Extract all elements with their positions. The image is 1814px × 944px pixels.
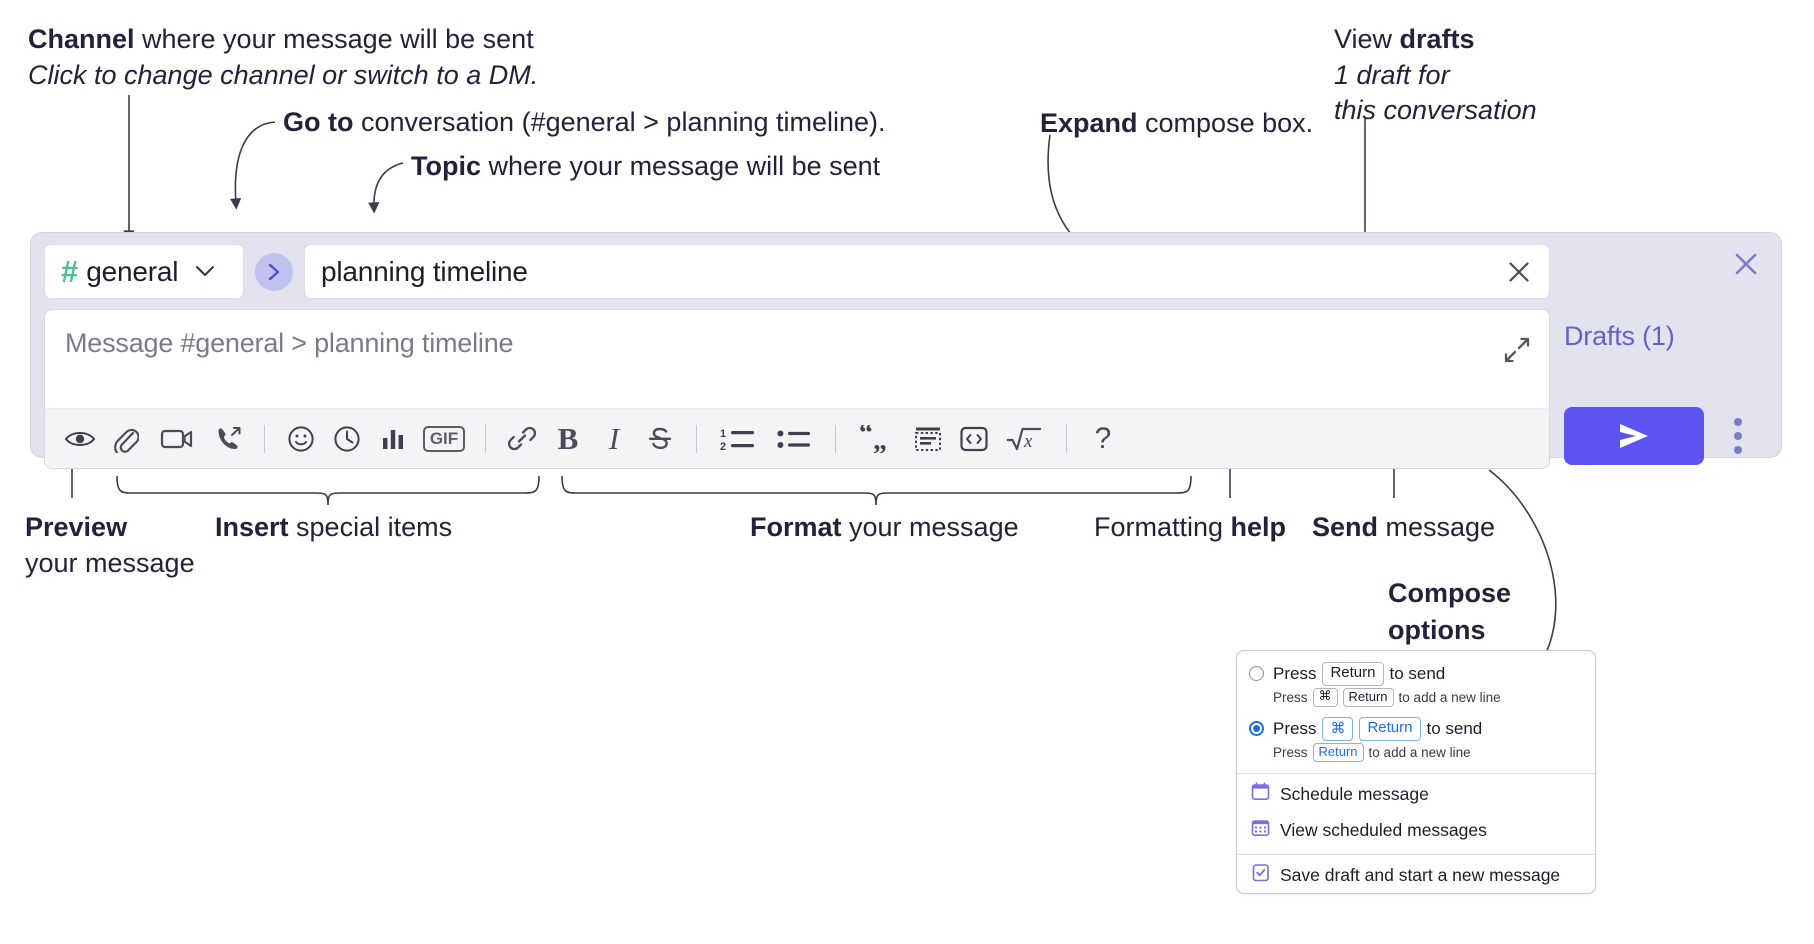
annotation-goto: Go to conversation (#general > planning … bbox=[283, 107, 886, 137]
topic-value: planning timeline bbox=[321, 255, 528, 287]
option-1-pre: Press bbox=[1273, 663, 1317, 683]
svg-text:„: „ bbox=[873, 425, 887, 453]
toolbar-divider bbox=[264, 424, 265, 453]
option-press-cmd-return-to-send[interactable]: Press ⌘ Return to send bbox=[1237, 712, 1595, 743]
compose-inner: # general planning timeline bbox=[44, 244, 1550, 469]
menu-item-label: Save draft and start a new message bbox=[1280, 864, 1561, 885]
annotation-send: Send message bbox=[1312, 512, 1496, 542]
option-1-label: Press Return to send bbox=[1273, 662, 1445, 686]
goto-conversation-button[interactable] bbox=[255, 252, 293, 291]
annotation-expand: Expand compose box. bbox=[1040, 108, 1314, 138]
svg-text:1: 1 bbox=[720, 428, 726, 440]
annotation-insert: Insert special items bbox=[215, 512, 453, 542]
option-press-return-to-send[interactable]: Press Return to send bbox=[1237, 657, 1595, 688]
menu-divider-1 bbox=[1237, 773, 1595, 774]
video-clip-icon[interactable] bbox=[149, 417, 205, 461]
preview-eye-icon[interactable] bbox=[57, 417, 103, 461]
key-return: Return bbox=[1322, 662, 1384, 686]
menu-item-label: View scheduled messages bbox=[1280, 819, 1487, 840]
toolbar-divider-5 bbox=[1066, 424, 1067, 453]
emoji-icon[interactable] bbox=[278, 417, 324, 461]
expand-compose-icon[interactable] bbox=[1499, 332, 1535, 368]
poll-bars-icon[interactable] bbox=[370, 417, 416, 461]
formatting-help-icon[interactable]: ? bbox=[1094, 421, 1112, 455]
option-1-post: to send bbox=[1389, 663, 1446, 683]
save-draft-icon bbox=[1251, 863, 1270, 887]
key-return-sub-2: Return bbox=[1312, 742, 1364, 762]
reminder-clock-icon[interactable] bbox=[324, 417, 370, 461]
option-1-sub-pre: Press bbox=[1273, 689, 1308, 705]
radio-return-to-send[interactable] bbox=[1249, 666, 1264, 682]
formatting-toolbar: GIF B I bbox=[45, 408, 1549, 468]
link-icon[interactable] bbox=[499, 417, 545, 461]
compose-options-menu: Press Return to send Press ⌘ Return to a… bbox=[1236, 650, 1596, 894]
option-2-post: to send bbox=[1426, 718, 1483, 738]
key-return-sub: Return bbox=[1342, 687, 1394, 707]
menu-item-schedule-message[interactable]: Schedule message bbox=[1237, 776, 1595, 812]
svg-text:2: 2 bbox=[720, 441, 726, 452]
calendar-icon bbox=[1251, 782, 1270, 806]
toolbar-divider-3 bbox=[696, 424, 697, 453]
blockquote-icon[interactable]: “„ bbox=[849, 417, 905, 461]
radio-cmd-return-to-send[interactable] bbox=[1249, 721, 1264, 737]
calendar-grid-icon bbox=[1251, 818, 1270, 842]
key-command: ⌘ bbox=[1312, 687, 1338, 707]
audio-clip-icon[interactable] bbox=[205, 417, 251, 461]
menu-item-label: Schedule message bbox=[1280, 783, 1429, 804]
option-2-sub-pre: Press bbox=[1273, 744, 1308, 760]
compose-panel: # general planning timeline bbox=[30, 232, 1782, 469]
toolbar-divider-2 bbox=[485, 424, 486, 453]
toolbar-divider-4 bbox=[835, 424, 836, 453]
topic-field[interactable]: planning timeline bbox=[304, 244, 1550, 299]
option-2-pre: Press bbox=[1273, 718, 1317, 738]
hash-icon: # bbox=[61, 254, 78, 289]
strikethrough-icon[interactable] bbox=[637, 417, 683, 461]
key-return-2: Return bbox=[1359, 717, 1421, 741]
message-placeholder: Message #general > planning timeline bbox=[65, 328, 514, 358]
drafts-link[interactable]: Drafts (1) bbox=[1564, 321, 1675, 351]
kebab-dot-3 bbox=[1734, 446, 1742, 454]
menu-divider-2 bbox=[1237, 854, 1595, 855]
option-1-sub-post: to add a new line bbox=[1398, 689, 1501, 705]
option-2-sub-post: to add a new line bbox=[1368, 744, 1471, 760]
option-2-subtext: Press Return to add a new line bbox=[1237, 742, 1595, 767]
annotation-format: Format your message bbox=[750, 512, 1019, 542]
kebab-dot-1 bbox=[1734, 418, 1742, 426]
math-formula-icon[interactable]: x bbox=[997, 417, 1053, 461]
annotation-topic: Topic where your message will be sent bbox=[411, 151, 881, 181]
chevron-down-icon bbox=[195, 265, 215, 278]
svg-text:“: “ bbox=[859, 425, 873, 449]
option-1-subtext: Press ⌘ Return to add a new line bbox=[1237, 687, 1595, 712]
menu-item-view-scheduled-messages[interactable]: View scheduled messages bbox=[1237, 812, 1595, 848]
clear-topic-icon[interactable] bbox=[1499, 252, 1539, 292]
channel-picker[interactable]: # general bbox=[44, 244, 244, 299]
channel-name: general bbox=[86, 255, 179, 287]
annotation-formatting-help: Formatting help bbox=[1094, 512, 1287, 542]
bulleted-list-icon[interactable] bbox=[766, 417, 822, 461]
compose-header-row: # general planning timeline bbox=[44, 244, 1550, 299]
close-icon[interactable] bbox=[1729, 247, 1763, 281]
send-button[interactable] bbox=[1564, 407, 1704, 465]
message-input[interactable]: Message #general > planning timeline bbox=[45, 310, 1549, 408]
svg-text:x: x bbox=[1023, 431, 1033, 452]
message-box: Message #general > planning timeline bbox=[44, 309, 1550, 469]
menu-item-save-draft[interactable]: Save draft and start a new message bbox=[1237, 857, 1595, 893]
kebab-dot-2 bbox=[1734, 432, 1742, 440]
bold-icon[interactable]: B bbox=[557, 420, 579, 456]
italic-icon[interactable]: I bbox=[608, 420, 620, 456]
code-block-icon[interactable] bbox=[905, 417, 951, 461]
compose-options-menu-button[interactable] bbox=[1718, 407, 1758, 465]
gif-icon[interactable]: GIF bbox=[416, 417, 472, 461]
attachment-paperclip-icon[interactable] bbox=[103, 417, 149, 461]
key-command-2: ⌘ bbox=[1322, 717, 1354, 741]
option-2-label: Press ⌘ Return to send bbox=[1273, 717, 1482, 741]
inline-code-icon[interactable] bbox=[951, 417, 997, 461]
